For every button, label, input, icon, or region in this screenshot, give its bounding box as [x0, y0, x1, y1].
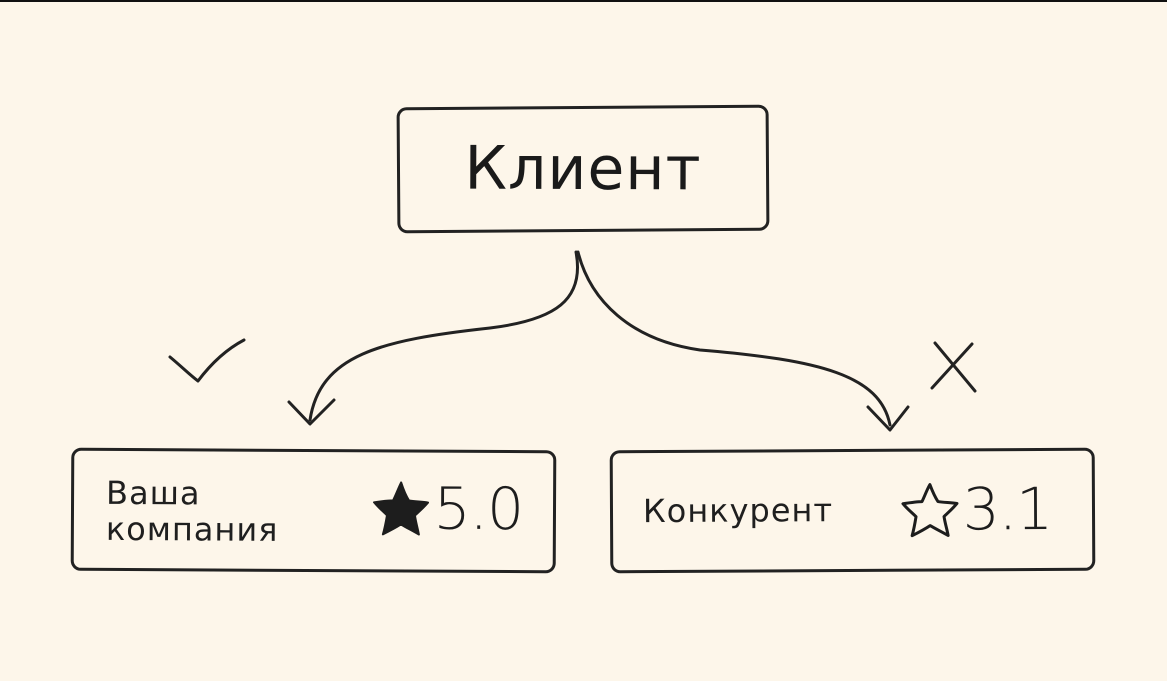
cross-icon: [930, 341, 977, 393]
arrowhead-company-icon: [287, 398, 336, 426]
filled-star-icon: [372, 481, 429, 536]
client-node: Клиент: [396, 104, 770, 234]
competitor-rating-value: 3.1: [962, 474, 1053, 544]
competitor-label: Конкурент: [642, 491, 834, 531]
outline-star-icon: [901, 483, 959, 538]
company-rating-value: 5.0: [433, 474, 524, 544]
company-label-line2: компания: [105, 509, 279, 549]
competitor-node: Конкурент 3.1: [609, 447, 1096, 574]
competitor-rating: 3.1: [899, 474, 1053, 544]
company-node: Ваша компания 5.0: [70, 447, 557, 574]
arrowhead-competitor-icon: [866, 405, 910, 432]
company-label-line1: Ваша: [105, 473, 201, 513]
arrow-to-company: [308, 250, 579, 422]
top-border-line: [0, 0, 1167, 2]
company-rating: 5.0: [370, 474, 524, 544]
arrow-to-competitor: [576, 250, 892, 427]
client-label: Клиент: [464, 133, 702, 205]
checkmark-icon: [168, 338, 246, 383]
company-label: Ваша компания: [105, 473, 279, 549]
